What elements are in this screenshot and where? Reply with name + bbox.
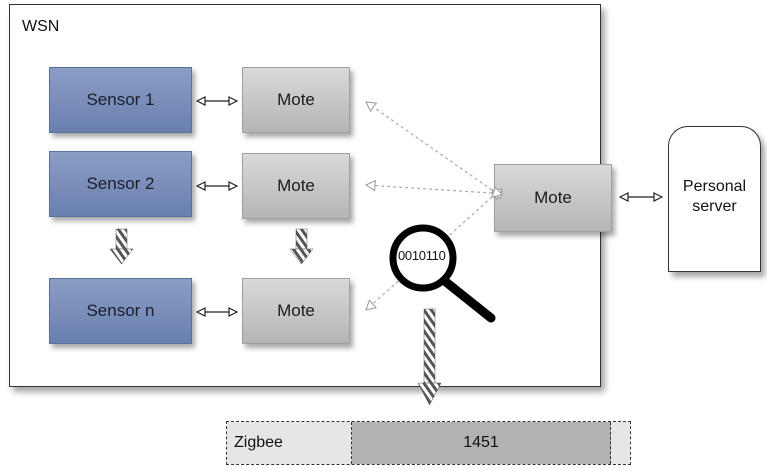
packet-capture-arrow	[417, 308, 442, 406]
sensor-n-node: Sensor n	[49, 278, 192, 344]
mote-2-node: Mote	[242, 153, 350, 219]
magnifier-bits: 0010110	[398, 248, 446, 263]
wireless-link-1	[365, 101, 504, 201]
mote-continuation-arrow	[289, 228, 314, 265]
packet-field-1451: 1451	[352, 422, 611, 464]
mote-n-node: Mote	[242, 278, 350, 344]
wireless-link-2	[364, 179, 502, 200]
sensor-1-node: Sensor 1	[49, 67, 192, 133]
personal-server-node: Personal server	[668, 126, 761, 272]
packet-field-zigbee: Zigbee	[227, 422, 352, 464]
central-mote-node: Mote	[494, 164, 612, 232]
packet-field-trailer	[611, 422, 630, 464]
sensor-mote-links	[197, 101, 662, 312]
server-label-line1: Personal	[682, 178, 747, 195]
sensor-continuation-arrow	[109, 228, 134, 265]
server-label-line2: server	[692, 198, 737, 215]
magnifier-icon	[389, 224, 496, 323]
mote-1-node: Mote	[242, 67, 350, 133]
continuation-arrows	[109, 228, 442, 406]
packet-frame: Zigbee 1451	[226, 421, 631, 465]
sensor-2-node: Sensor 2	[49, 151, 192, 217]
wsn-label: WSN	[22, 18, 60, 35]
